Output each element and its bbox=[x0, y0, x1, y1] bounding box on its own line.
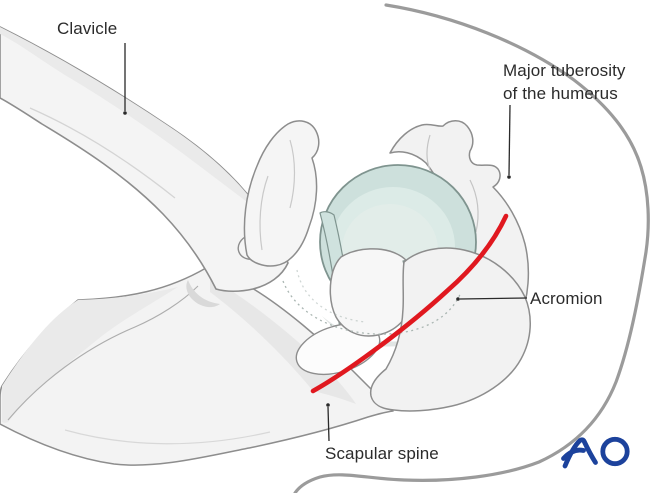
ao-logo bbox=[561, 436, 630, 469]
clavicle-bone bbox=[0, 26, 289, 293]
major-tuberosity-leader-line bbox=[508, 104, 511, 176]
coracoid-process bbox=[237, 120, 320, 267]
scapular-spine-leader-line bbox=[327, 406, 330, 442]
acromion-process bbox=[369, 247, 531, 412]
scapula-notch-shadow bbox=[186, 280, 220, 308]
clavicle-label: Clavicle bbox=[57, 19, 118, 38]
scapular-spine-ridge bbox=[2, 287, 178, 423]
major-tuberosity-label: Major tuberosity of the humerus bbox=[503, 61, 626, 103]
acromion-leader-line bbox=[459, 297, 528, 300]
leader-dots bbox=[123, 111, 511, 407]
acromion-label: Acromion bbox=[530, 289, 603, 308]
incision-line bbox=[310, 213, 509, 394]
scapular-spine-label: Scapular spine bbox=[325, 444, 439, 463]
anatomical-neck-dashed-arc bbox=[282, 269, 462, 335]
body-contour bbox=[293, 3, 650, 493]
lesser-tuberosity-mass bbox=[329, 248, 416, 337]
